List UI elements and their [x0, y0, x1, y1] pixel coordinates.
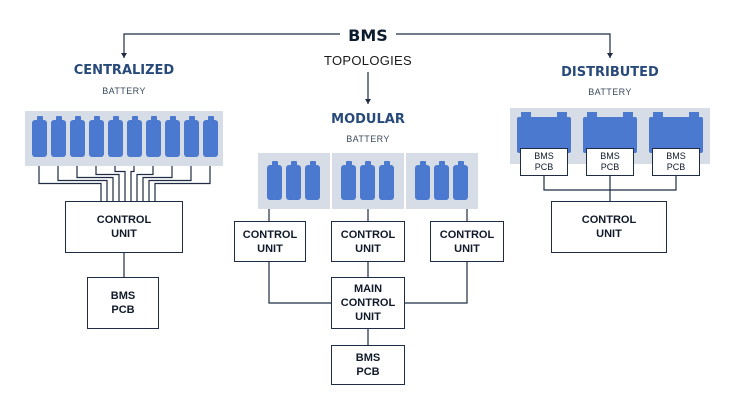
arrow-distributed: [607, 53, 613, 58]
cell-wire: [142, 166, 173, 201]
header-line-right: [396, 33, 611, 58]
cell-wire: [130, 166, 135, 201]
diagram-subtitle: TOPOLOGIES: [323, 53, 413, 68]
battery-module: [517, 112, 571, 153]
battery-cell: [32, 116, 47, 157]
arrow-centralized: [121, 53, 127, 58]
battery-cell: [286, 161, 301, 200]
modular-bms-pcb: BMS PCB: [331, 345, 405, 385]
battery-cell: [453, 161, 468, 200]
modular-heading: MODULAR: [331, 112, 405, 127]
distributed-battery-label: BATTERY: [588, 87, 632, 97]
battery-terminal: [689, 112, 699, 117]
battery-terminal: [521, 112, 531, 117]
modular-battery-panel-1: [258, 153, 330, 209]
battery-terminal: [653, 112, 663, 117]
distributed-module-pcb-2: BMS PCB: [586, 148, 634, 176]
cell-wire: [76, 166, 114, 201]
battery-cell: [89, 116, 104, 157]
battery-cell: [415, 161, 430, 200]
battery-cell: [184, 116, 199, 157]
cell-wire: [136, 166, 154, 201]
battery-cell: [360, 161, 375, 200]
battery-cell: [51, 116, 66, 157]
cell-wire: [38, 166, 102, 201]
modular-cu1-to-main: [268, 262, 331, 304]
distributed-module-pcb-3: BMS PCB: [652, 148, 700, 176]
diagram-title: BMS: [348, 26, 388, 45]
battery-cell: [108, 116, 123, 157]
modular-battery-panel-2: [332, 153, 404, 209]
modular-cu3-to-main: [405, 262, 468, 304]
battery-cell: [165, 116, 180, 157]
modular-control-unit-3: CONTROL UNIT: [430, 221, 504, 262]
cell-wire: [148, 166, 192, 201]
distributed-heading: DISTRIBUTED: [561, 65, 659, 80]
cell-wire: [95, 166, 120, 201]
battery-cell: [267, 161, 282, 200]
cell-wire: [114, 166, 126, 201]
distributed-control-unit: CONTROL UNIT: [551, 201, 667, 253]
modular-control-unit-2: CONTROL UNIT: [331, 221, 405, 262]
distributed-module-pcb-1: BMS PCB: [520, 148, 568, 176]
battery-cell: [70, 116, 85, 157]
header-line-left: [123, 33, 340, 58]
modular-battery-panel-3: [406, 153, 478, 209]
battery-module: [583, 112, 637, 153]
cell-wire: [154, 166, 211, 201]
battery-terminal: [623, 112, 633, 117]
modular-battery-label: BATTERY: [346, 134, 390, 144]
battery-cell: [379, 161, 394, 200]
battery-terminal: [557, 112, 567, 117]
battery-cell: [305, 161, 320, 200]
battery-cell: [146, 116, 161, 157]
modular-main-control-unit: MAIN CONTROL UNIT: [331, 277, 405, 329]
cell-wire: [57, 166, 108, 201]
centralized-heading: CENTRALIZED: [73, 63, 175, 78]
centralized-bms-pcb: BMS PCB: [87, 277, 159, 329]
battery-cell: [203, 116, 218, 157]
battery-cell: [434, 161, 449, 200]
battery-cell: [341, 161, 356, 200]
modular-control-unit-1: CONTROL UNIT: [234, 221, 306, 262]
battery-terminal: [587, 112, 597, 117]
centralized-battery-panel: [25, 111, 223, 166]
arrow-modular: [365, 99, 371, 104]
centralized-battery-label: BATTERY: [102, 86, 146, 96]
battery-module: [649, 112, 703, 153]
battery-cell: [127, 116, 142, 157]
centralized-control-unit: CONTROL UNIT: [65, 201, 183, 253]
